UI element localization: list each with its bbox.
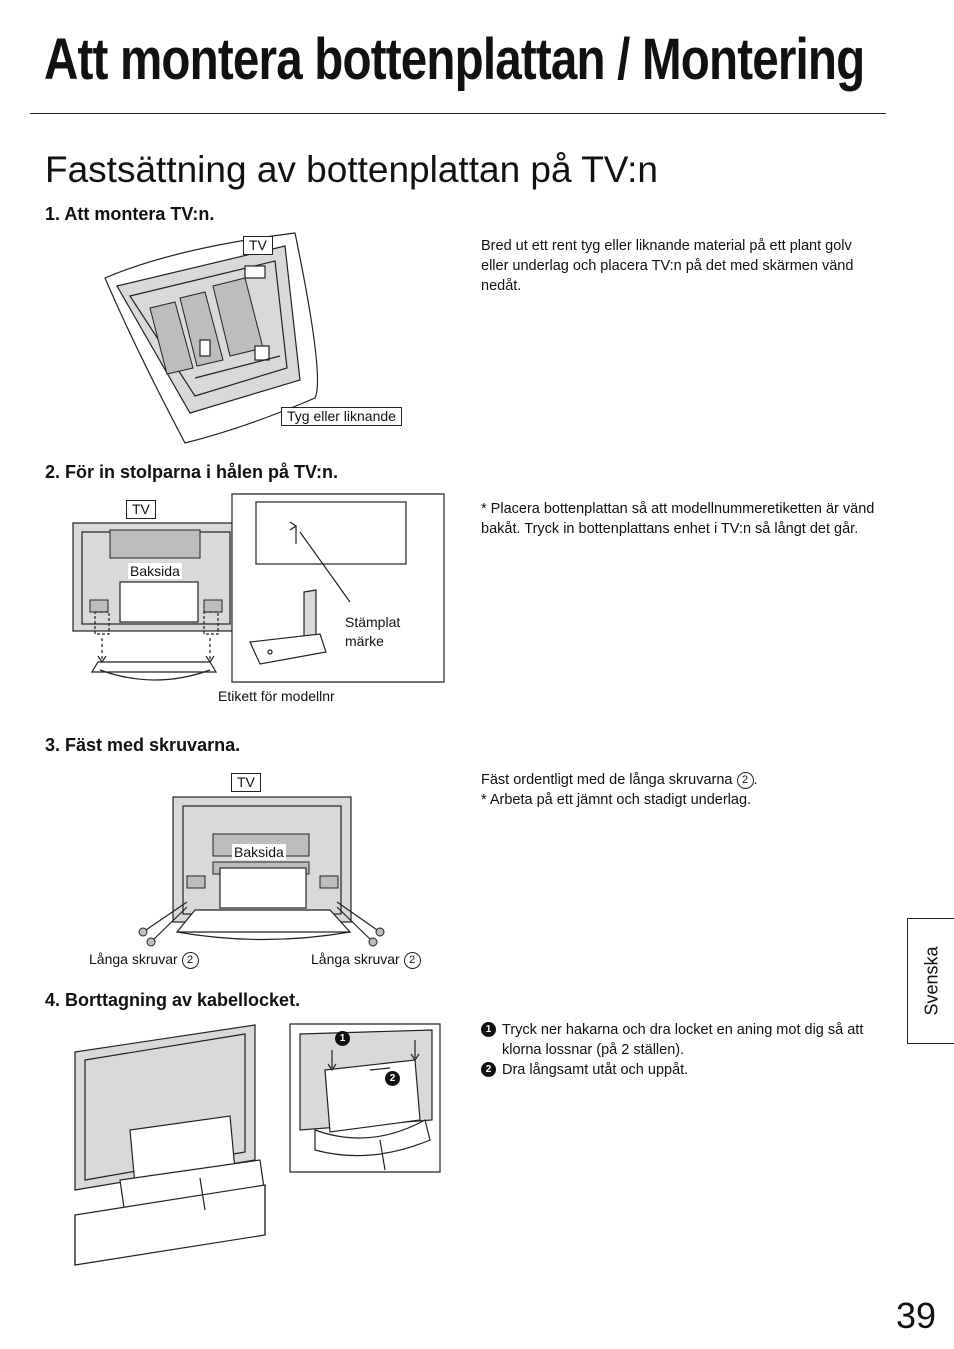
- step-4-list: 1 Tryck ner hakarna och dra locket en an…: [481, 1020, 879, 1080]
- marker-1-badge: 1: [335, 1031, 350, 1046]
- step-3-line-1: Fäst ordentligt med de långa skruvarna 2…: [481, 770, 879, 790]
- language-tab-label: Svenska: [921, 946, 941, 1016]
- model-label-caption: Etikett för modellnr: [218, 688, 335, 704]
- step-3-text-2: * Arbeta på ett jämnt och stadigt underl…: [481, 792, 752, 808]
- page-title: Att montera bottenplattan / Montering: [44, 27, 865, 92]
- detail-inset-illustration: [231, 493, 445, 683]
- tv-label-2: TV: [126, 500, 156, 519]
- back-label: Baksida: [128, 563, 182, 579]
- section-title: Fastsättning av bottenplattan på TV:n: [45, 149, 658, 190]
- step-3-text-1-end: .: [753, 772, 758, 788]
- long-screws-left-text: Långa skruvar: [89, 951, 178, 967]
- step-1-text: Bred ut ett rent tyg eller liknande mate…: [481, 238, 854, 294]
- tv-label: TV: [243, 236, 273, 255]
- step-4-item-1-text: Tryck ner hakarna och dra locket en anin…: [502, 1022, 864, 1058]
- page-number: 39: [895, 1295, 936, 1336]
- tv-face-down-illustration: [104, 232, 319, 444]
- long-screws-left-label: Långa skruvar 2: [89, 951, 199, 969]
- step-3-text-1: Fäst ordentligt med de långa skruvarna: [481, 772, 733, 788]
- step-4-item-2: 2 Dra långsamt utåt och uppåt.: [481, 1060, 879, 1080]
- back-label-3: Baksida: [232, 844, 286, 860]
- long-screws-right-text: Långa skruvar: [311, 951, 400, 967]
- step-3-heading: 3. Fäst med skruvarna.: [45, 735, 241, 755]
- long-screws-right-label: Långa skruvar 2: [311, 951, 421, 969]
- step-3-text: Fäst ordentligt med de långa skruvarna 2…: [481, 770, 879, 810]
- step-1-heading: 1. Att montera TV:n.: [45, 204, 215, 224]
- cloth-label: Tyg eller liknande: [281, 407, 402, 426]
- screw-number-left: 2: [181, 951, 199, 969]
- tv-back-illustration: [72, 522, 240, 681]
- step-4-bullet-1: 1: [481, 1022, 496, 1037]
- screw-number-right: 2: [403, 951, 421, 969]
- step-4-heading: 4. Borttagning av kabellocket.: [45, 990, 301, 1010]
- step-2-text: * Placera bottenplattan så att modellnum…: [481, 501, 875, 537]
- stamped-mark-label: Stämplat märke: [345, 614, 401, 649]
- screw-number-text: 2: [736, 771, 754, 789]
- tv-screws-illustration: [138, 796, 385, 947]
- cable-cover-illustration: [74, 1023, 441, 1266]
- title-divider: [30, 113, 886, 114]
- step-4-item-1: 1 Tryck ner hakarna och dra locket en an…: [481, 1020, 879, 1060]
- language-tab: Svenska: [907, 918, 954, 1044]
- step-4-item-2-text: Dra långsamt utåt och uppåt.: [502, 1062, 689, 1078]
- step-2-heading: 2. För in stolparna i hålen på TV:n.: [45, 462, 339, 482]
- tv-label-3: TV: [231, 773, 261, 792]
- step-4-bullet-2: 2: [481, 1062, 496, 1077]
- marker-2-badge: 2: [385, 1071, 400, 1086]
